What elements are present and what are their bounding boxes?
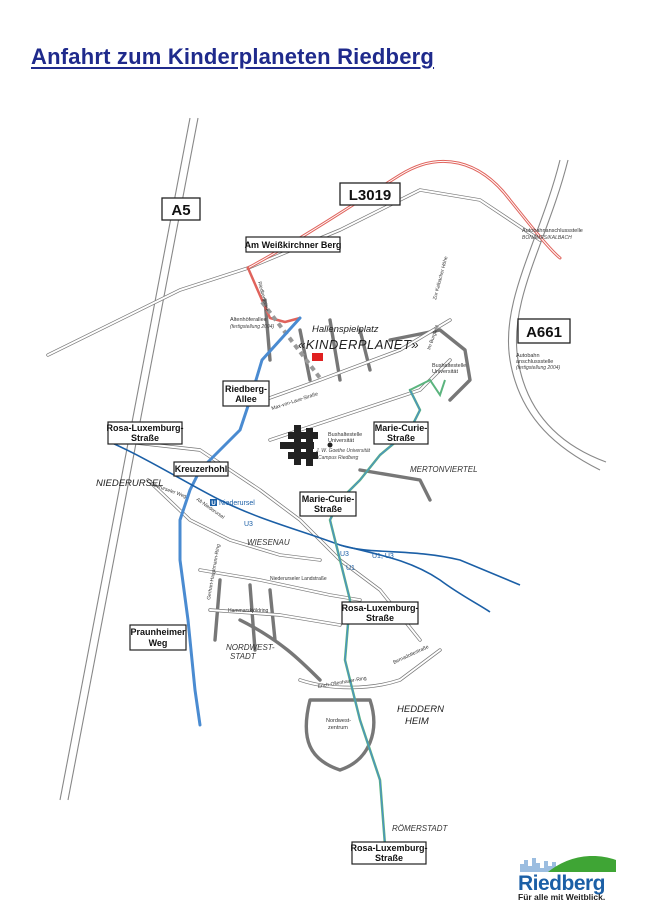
busha2-note-2: Universität [432, 369, 458, 375]
heddernheim-label-2: HEIM [405, 716, 429, 727]
svg-text:Kreuzerhohl: Kreuzerhohl [175, 464, 228, 474]
svg-text:Straße: Straße [131, 433, 159, 443]
autobahn-bottom-note-1: Autobahn [516, 353, 540, 359]
u3-label-a: U3 [244, 521, 253, 528]
nordweststadt-label-2: STADT [230, 652, 257, 661]
altenhoeferallee-note-1: Altenhöferallee [230, 317, 267, 323]
a661-motorway [507, 159, 607, 471]
street-nied-landstr: Niederurseler Landstraße [270, 576, 327, 582]
busha1-note-2: Universität [328, 438, 354, 444]
a5-sign: A5 [161, 197, 201, 221]
label-kreuzerhohl: Kreuzerhohl [173, 461, 229, 477]
access-route [246, 266, 302, 324]
riedberg-logo-tagline: Für alle mit Weitblick. [518, 892, 606, 902]
autobahn-bottom-note-2: anschlussstelle [516, 359, 553, 365]
svg-text:Straße: Straße [314, 504, 342, 514]
page-title: Anfahrt zum Kinderplaneten Riedberg [31, 44, 435, 69]
niederursel-label: NIEDERURSEL [96, 478, 164, 489]
heddernheim-label-1: HEDDERN [397, 704, 444, 715]
nordwestzentrum-label-1: Nordwest- [326, 718, 351, 724]
tram-route-riedberg [178, 316, 302, 727]
street-zum-kalbach: Zur Kalbacher Höhe [432, 256, 449, 301]
svg-text:L3019: L3019 [349, 187, 392, 204]
autobahnanschluss-note-2: BONAMES/KALBACH [522, 235, 572, 241]
u1-u3-line [339, 544, 521, 586]
autobahnanschluss-note-1: Autobahnanschlussstelle [522, 228, 583, 234]
svg-text:Rosa-Luxemburg-: Rosa-Luxemburg- [106, 423, 183, 433]
svg-text:Marie-Curie-: Marie-Curie- [375, 423, 428, 433]
label-praunheimer-weg: Praunheimer Weg [129, 624, 187, 651]
busha1-note-1: Bushaltestelle [328, 432, 362, 438]
label-marie-curie-2: Marie-Curie- Straße [299, 491, 357, 517]
label-marie-curie-1: Marie-Curie- Straße [373, 421, 429, 445]
svg-text:Straße: Straße [375, 853, 403, 863]
svg-text:A5: A5 [171, 202, 190, 219]
street-hammarskjoeld: Hammarskjöldring [228, 608, 269, 614]
road-network [46, 188, 542, 772]
university-buildings [280, 425, 318, 466]
nordwestzentrum-label-2: zentrum [328, 725, 348, 731]
kinderplanet-marker [312, 353, 323, 361]
svg-text:Praunheimer: Praunheimer [130, 627, 186, 637]
svg-text:Straße: Straße [366, 613, 394, 623]
a661-sign: A661 [517, 318, 571, 344]
svg-text:Riedberg-: Riedberg- [225, 384, 267, 394]
u3-label-b: U3 [340, 551, 349, 558]
university-marker [327, 442, 333, 448]
uni-note-1: J. W. Goethe Universität [315, 448, 371, 454]
svg-text:Rosa-Luxemburg-: Rosa-Luxemburg- [350, 843, 427, 853]
busha2-note-1: Bushaltestelle [432, 363, 466, 369]
riedberg-logo-skyline [520, 856, 616, 872]
roemerstadt-label: RÖMERSTADT [392, 824, 449, 833]
svg-text:Weg: Weg [149, 638, 168, 648]
niederursel-station-label: Niederursel [219, 500, 255, 507]
wiesenau-label: WIESENAU [247, 538, 290, 547]
l3019-sign: L3019 [339, 182, 401, 206]
u3-line [109, 441, 491, 613]
u1-label: U1 [346, 565, 355, 572]
metro-station-niederursel: U [210, 499, 217, 507]
label-am-weisskirchner-berg: Am Weißkirchner Berg [245, 236, 342, 253]
altenhoeferallee-note-2: (fertigstellung 2004) [230, 324, 275, 330]
label-rosa-luxemburg-2: Rosa-Luxemburg- Straße [341, 601, 419, 625]
svg-text:Rosa-Luxemburg-: Rosa-Luxemburg- [341, 603, 418, 613]
svg-text:Marie-Curie-: Marie-Curie- [302, 494, 355, 504]
mertonviertel-label: MERTONVIERTEL [410, 465, 478, 474]
label-riedberg-allee: Riedberg- Allee [222, 380, 270, 407]
u1-u3-label: U1, U3 [372, 553, 394, 560]
autobahn-bottom-note-3: (fertigstellung 2004) [516, 365, 561, 371]
svg-text:A661: A661 [526, 324, 562, 341]
svg-text:Straße: Straße [387, 433, 415, 443]
uni-note-2: Campus Riedberg [318, 455, 359, 461]
kinderplanet-label: «KINDERPLANET» [298, 337, 419, 352]
street-riedbergallee: Riedbergallee [256, 281, 270, 313]
svg-text:Am Weißkirchner Berg: Am Weißkirchner Berg [245, 240, 342, 250]
label-rosa-luxemburg-1: Rosa-Luxemburg- Straße [106, 421, 184, 445]
street-im-burgfeld: Im Burgfeld [426, 324, 440, 350]
altenhoeferallee-dashed [260, 300, 322, 380]
label-rosa-luxemburg-3: Rosa-Luxemburg- Straße [350, 841, 428, 865]
svg-text:U: U [211, 501, 215, 507]
svg-text:Allee: Allee [235, 394, 257, 404]
hallenspielplatz-label: Hallenspielplatz [312, 324, 379, 335]
nordweststadt-label-1: NORDWEST- [226, 643, 275, 652]
a5-motorway [59, 117, 199, 801]
riedberg-logo-word: Riedberg [518, 872, 606, 895]
